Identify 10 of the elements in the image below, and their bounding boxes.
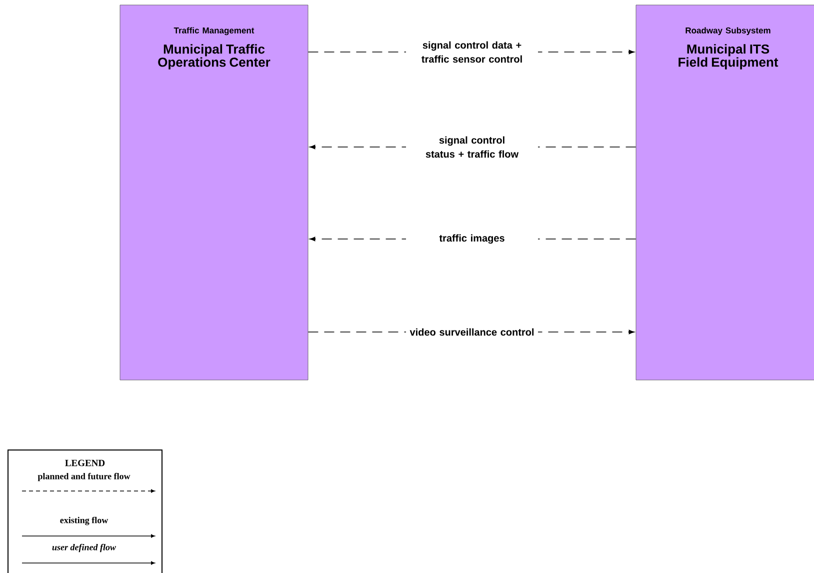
legend-text: existing flow bbox=[60, 516, 108, 526]
edge-label: video surveillance control bbox=[406, 326, 538, 338]
legend-text: planned and future flow bbox=[38, 472, 130, 482]
edge-label: signal control status + traffic flow bbox=[406, 134, 538, 160]
edge-label: traffic images bbox=[406, 232, 538, 246]
legend-title: LEGEND bbox=[65, 460, 105, 466]
legend-text: user defined flow bbox=[52, 544, 116, 552]
edge-label: signal control data + traffic sensor control bbox=[406, 39, 538, 65]
system-box: Traffic Management Municipal Traffic Operations Center bbox=[120, 4, 308, 380]
system-box: Roadway Subsystem Municipal ITS Field Equipment bbox=[636, 4, 814, 380]
